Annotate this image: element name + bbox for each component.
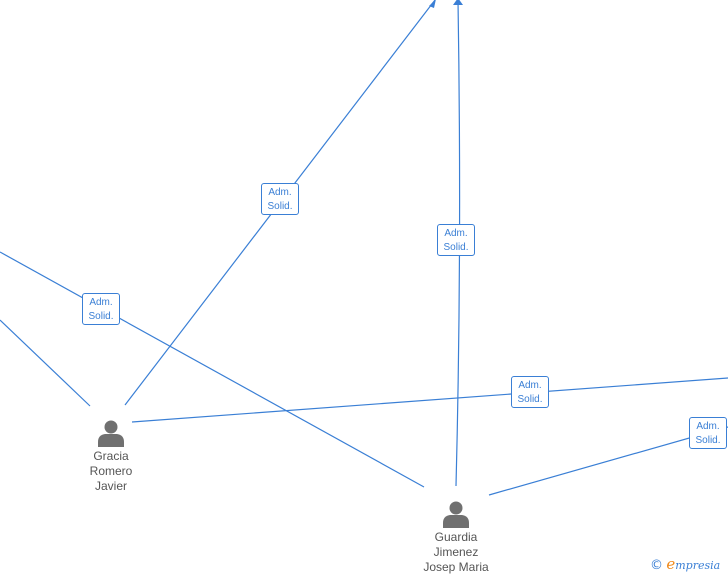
edge-label-line1: Adm. <box>518 380 542 391</box>
edge-guardia-to-right <box>488 426 728 496</box>
edge-label-line2: Solid. <box>517 394 543 405</box>
person-node-guardia[interactable]: Guardia Jimenez Josep Maria <box>416 499 496 575</box>
person-name-line: Guardia <box>434 530 478 544</box>
person-node-gracia[interactable]: Gracia Romero Javier <box>71 418 151 494</box>
edge-label-line1: Adm. <box>89 297 113 308</box>
edge-left-to-guardia <box>0 251 425 488</box>
edge-label-line2: Solid. <box>267 201 293 212</box>
edge-label-adm-solid[interactable]: Adm. Solid. <box>689 417 727 449</box>
person-name-line: Javier <box>94 479 127 493</box>
arrowhead-icon <box>429 0 436 8</box>
edge-label-adm-solid[interactable]: Adm. Solid. <box>437 224 475 256</box>
edge-label-adm-solid[interactable]: Adm. Solid. <box>261 183 299 215</box>
edge-gracia-to-right <box>131 377 728 423</box>
edge-label-line2: Solid. <box>695 435 721 446</box>
person-icon <box>443 501 469 528</box>
edge-label-line1: Adm. <box>696 421 720 432</box>
edge-label-adm-solid[interactable]: Adm. Solid. <box>511 376 549 408</box>
edge-label-adm-solid[interactable]: Adm. Solid. <box>82 293 120 325</box>
person-name-line: Josep Maria <box>423 560 489 574</box>
empresia-watermark: © empresia <box>650 555 720 573</box>
brand-logo-e: e <box>666 555 676 573</box>
person-icon <box>98 420 124 447</box>
person-name: Guardia Jimenez Josep Maria <box>416 530 496 575</box>
edge-label-line2: Solid. <box>88 311 114 322</box>
brand-logo-text: mpresia <box>675 559 721 572</box>
person-name-line: Jimenez <box>433 545 479 559</box>
person-name-line: Romero <box>89 464 133 478</box>
edge-left-to-gracia <box>0 319 91 407</box>
person-name-line: Gracia <box>93 449 129 463</box>
edge-label-line1: Adm. <box>268 187 292 198</box>
edge-label-line1: Adm. <box>444 228 468 239</box>
person-name: Gracia Romero Javier <box>71 449 151 494</box>
arrowhead-icon <box>453 0 463 5</box>
copyright-symbol: © <box>650 558 663 573</box>
edge-label-line2: Solid. <box>443 242 469 253</box>
